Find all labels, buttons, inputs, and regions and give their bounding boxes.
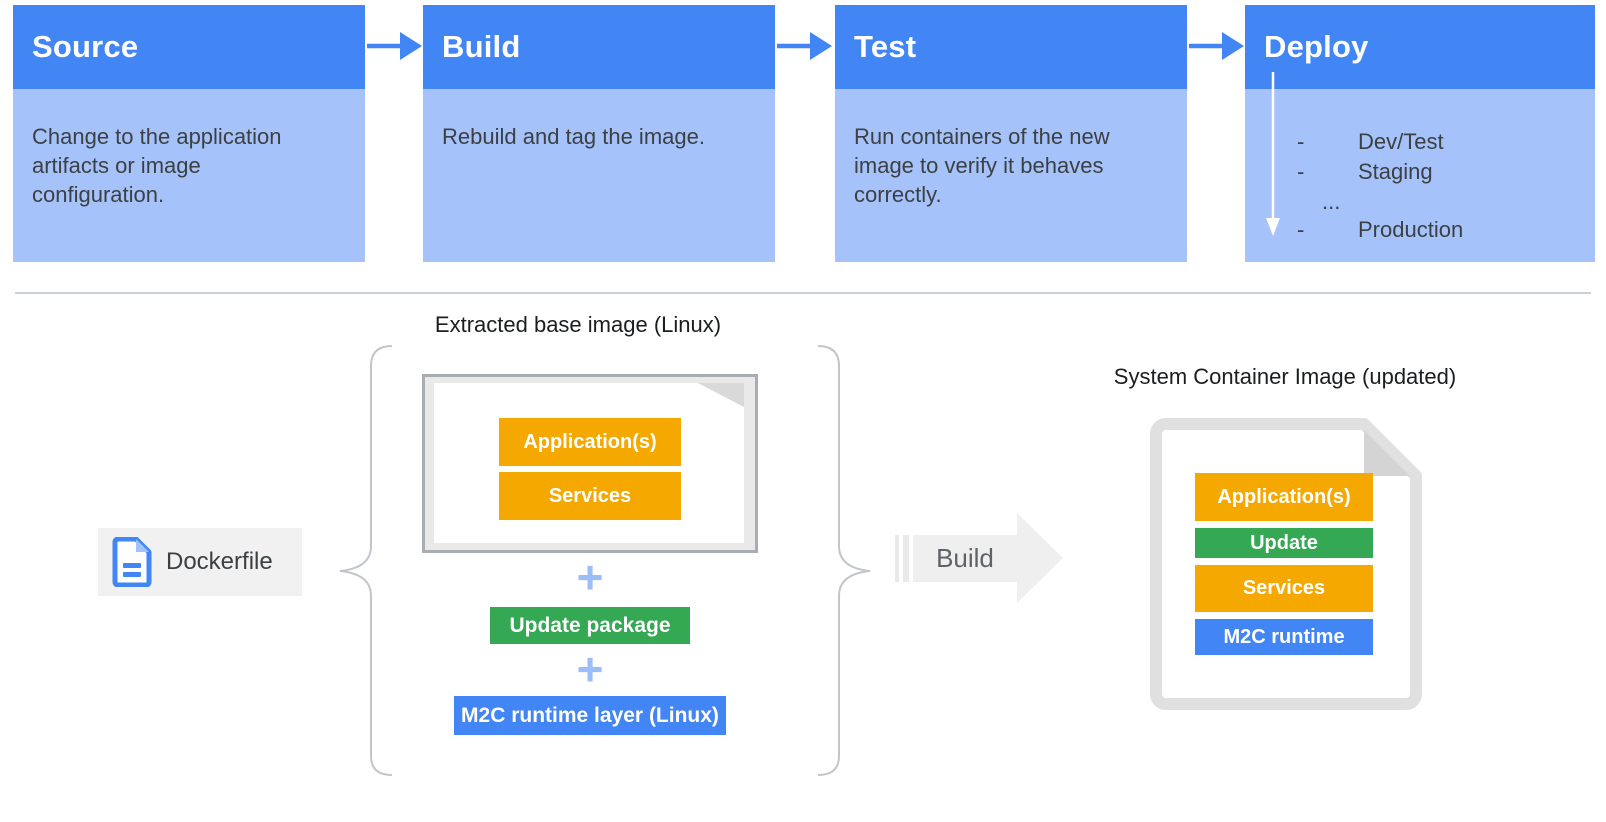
base-image-title: Extracted base image (Linux) bbox=[434, 312, 722, 337]
build-arrow-text: Build bbox=[936, 543, 994, 573]
stage-test-description: Run containers of the new image to verif… bbox=[854, 124, 1110, 207]
layer-label: M2C runtime layer (Linux) bbox=[461, 703, 719, 727]
layer-label: Application(s) bbox=[523, 430, 657, 453]
arrow-down-white-icon bbox=[1266, 72, 1280, 236]
stage-source-body: Change to the application artifacts or i… bbox=[13, 89, 365, 262]
right-brace bbox=[817, 345, 871, 776]
layer-bar-m2c-runtime-layer: M2C runtime layer (Linux) bbox=[454, 696, 726, 735]
stage-deploy-body: - Dev/Test - Staging ... - Production bbox=[1245, 89, 1595, 262]
build-arrow-label: Build bbox=[913, 535, 1017, 582]
layer-bar-services: Services bbox=[499, 472, 681, 520]
stage-deploy: Deploy - Dev/Test - Staging ... - Produc… bbox=[1245, 5, 1595, 262]
arrow-right-icon bbox=[777, 32, 832, 60]
stage-build: Build Rebuild and tag the image. bbox=[423, 5, 775, 262]
layer-label: Update bbox=[1250, 531, 1318, 554]
build-arrow-strip bbox=[903, 535, 909, 582]
stage-test: Test Run containers of the new image to … bbox=[835, 5, 1187, 262]
stage-deploy-header: Deploy bbox=[1245, 5, 1595, 89]
layer-label: M2C runtime bbox=[1223, 625, 1345, 648]
list-dash: - bbox=[1297, 129, 1305, 154]
dockerfile-chip: Dockerfile bbox=[98, 528, 302, 596]
stage-source: Source Change to the application artifac… bbox=[13, 5, 365, 262]
arrow-right-icon bbox=[367, 32, 422, 60]
deploy-env-production: - Production bbox=[1264, 216, 1575, 244]
stage-build-description: Rebuild and tag the image. bbox=[442, 124, 705, 149]
deploy-env-label: Staging bbox=[1358, 159, 1433, 184]
deploy-env-dev-test: - Dev/Test bbox=[1264, 127, 1575, 157]
layer-bar-applications: Application(s) bbox=[499, 418, 681, 466]
deploy-environment-list: - Dev/Test - Staging ... - Production bbox=[1264, 122, 1575, 244]
list-dash: - bbox=[1297, 217, 1305, 242]
stage-source-header: Source bbox=[13, 5, 365, 89]
deploy-env-label: Production bbox=[1358, 217, 1464, 242]
stage-build-title: Build bbox=[442, 29, 521, 64]
deploy-env-staging: - Staging bbox=[1264, 157, 1575, 187]
document-icon bbox=[112, 537, 152, 587]
layer-bar-update-package: Update package bbox=[490, 607, 690, 644]
layer-label: Services bbox=[548, 484, 632, 507]
plus-icon: + bbox=[576, 643, 604, 695]
stage-source-title: Source bbox=[32, 29, 139, 64]
deploy-env-label: Dev/Test bbox=[1358, 129, 1444, 154]
stage-source-description: Change to the application artifacts or i… bbox=[32, 124, 282, 207]
deploy-env-ellipsis: ... bbox=[1264, 187, 1575, 216]
layer-label: Application(s) bbox=[1217, 485, 1351, 508]
result-layer-services: Services bbox=[1195, 565, 1373, 612]
deploy-env-label: ... bbox=[1322, 189, 1341, 214]
result-image-title: System Container Image (updated) bbox=[1113, 364, 1457, 389]
plus-icon: + bbox=[576, 551, 604, 603]
arrow-right-icon bbox=[1189, 32, 1244, 60]
stage-test-header: Test bbox=[835, 5, 1187, 89]
layer-label: Update package bbox=[509, 613, 671, 637]
result-layer-applications: Application(s) bbox=[1195, 473, 1373, 521]
stage-test-title: Test bbox=[854, 29, 917, 64]
layer-label: Services bbox=[1242, 577, 1326, 599]
list-dash: - bbox=[1297, 159, 1305, 184]
build-arrow-strip bbox=[895, 535, 899, 582]
build-arrow-head-icon bbox=[1017, 513, 1063, 603]
dockerfile-label: Dockerfile bbox=[166, 548, 273, 575]
stage-test-body: Run containers of the new image to verif… bbox=[835, 89, 1187, 262]
left-brace bbox=[339, 345, 393, 776]
result-document-icon bbox=[1150, 418, 1422, 710]
stage-build-header: Build bbox=[423, 5, 775, 89]
stage-build-body: Rebuild and tag the image. bbox=[423, 89, 775, 262]
result-layer-update: Update bbox=[1195, 528, 1373, 558]
section-divider bbox=[15, 292, 1591, 294]
result-layer-m2c-runtime: M2C runtime bbox=[1195, 619, 1373, 655]
stage-deploy-title: Deploy bbox=[1264, 29, 1369, 64]
